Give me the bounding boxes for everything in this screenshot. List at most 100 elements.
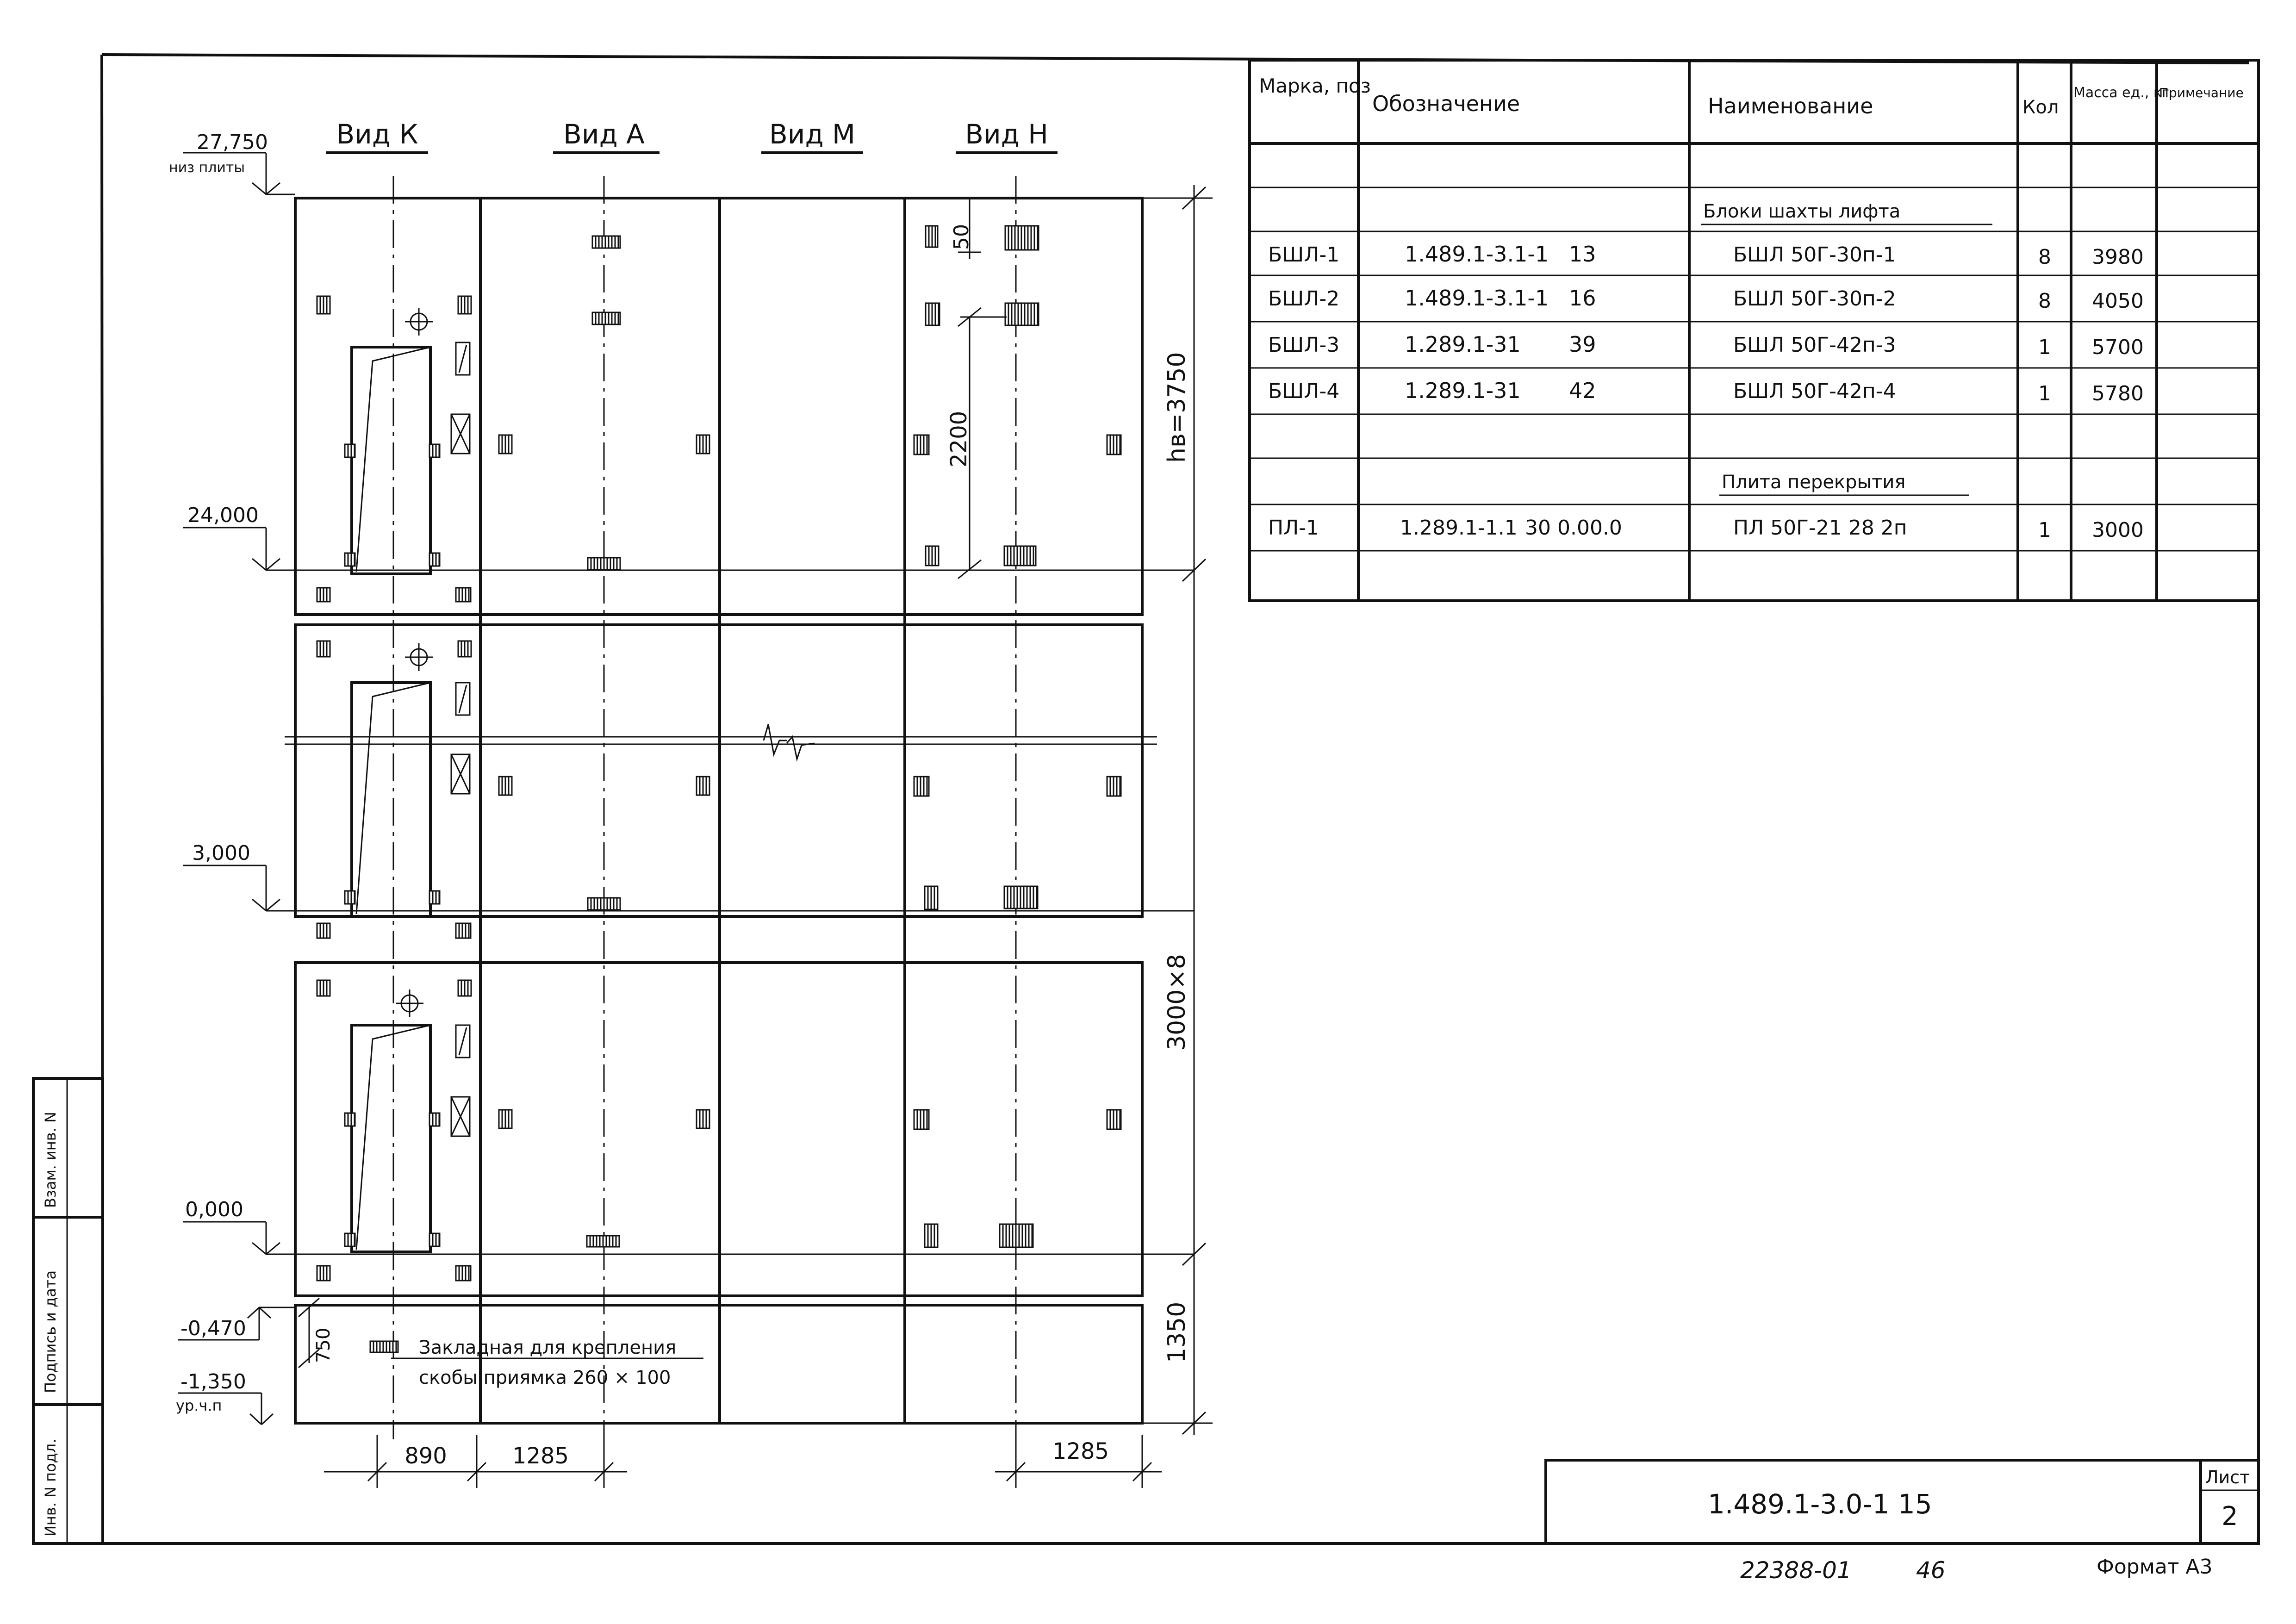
- th-mark: Марка, поз: [1259, 75, 1371, 97]
- sheet-number: 2: [2221, 1501, 2238, 1531]
- row-name: ПЛ 50Г-21 28 2п: [1733, 516, 1907, 540]
- pit-dimensions: 750 Закладная для крепления скобы приямк…: [298, 1297, 703, 1388]
- row-name: БШЛ 50Г-42п-3: [1733, 333, 1896, 357]
- row-code: 1.289.1-31: [1405, 378, 1521, 403]
- th-note: Примечание: [2159, 85, 2244, 100]
- row-sheet: 13: [1569, 242, 1596, 267]
- embedded-plate: [369, 1340, 399, 1353]
- row-name: БШЛ 50Г-30п-2: [1733, 287, 1896, 311]
- stamp-label-inv-orig: Инв. N подл.: [42, 1439, 59, 1537]
- row-code: 1.489.1-3.1-1: [1405, 286, 1549, 311]
- embedded-plate: [429, 1112, 441, 1127]
- row-qty: 8: [2038, 289, 2051, 313]
- drawing-code: 1.489.1-3.0-1 15: [1708, 1488, 1932, 1520]
- row-mark: ПЛ-1: [1268, 516, 1319, 540]
- level-note-bottom-slab: низ плиты: [169, 160, 245, 176]
- pit-annotation-line2: скобы приямка 260 × 100: [419, 1367, 671, 1388]
- section-title-blocks: Блоки шахты лифта: [1703, 201, 1900, 222]
- embedded-plate: [344, 1112, 356, 1127]
- stamp-label-replace-inv: Взам. инв. N: [42, 1112, 59, 1208]
- row-sheet: 42: [1569, 378, 1596, 403]
- embedded-plate: [429, 443, 441, 458]
- level-mark-3000: 3,000: [192, 841, 250, 865]
- row-qty: 8: [2038, 245, 2051, 269]
- embedded-plate: [429, 1232, 441, 1247]
- dim-bottom-mid: 1285: [512, 1443, 569, 1469]
- level-marks: 27,750 низ плиты 24,000 3,000 0,000 -0,4…: [169, 131, 1194, 1425]
- spec-table: Марка, поз Обозначение Наименование Кол …: [1248, 59, 2260, 602]
- axis-lines: [392, 176, 1017, 1439]
- view-n-dimensions: 50 2200: [946, 198, 1007, 579]
- embedded-plate: [591, 235, 621, 249]
- table-row: БШЛ-3 1.289.1-31 39 БШЛ 50Г-42п-3 1 5700: [1268, 332, 2144, 359]
- table-row: ПЛ-1 1.289.1-1.1 30 0.00.0 ПЛ 50Г-21 28 …: [1268, 516, 2144, 542]
- row-qty: 1: [2038, 382, 2051, 405]
- crosshair-markers: [396, 308, 433, 1017]
- embedded-parts: [316, 225, 1122, 1353]
- door-openings: [350, 346, 432, 1253]
- view-title-m: Вид М: [769, 118, 855, 150]
- side-stamp: Инв. N подл. Подпись и дата Взам. инв. N: [32, 1077, 104, 1545]
- right-dimension-chain: hв=3750 3000×8 1350: [1139, 185, 1213, 1435]
- row-sheet: 16: [1569, 286, 1596, 311]
- stamp-label-sign-date: Подпись и дата: [42, 1270, 59, 1393]
- table-row: БШЛ-2 1.489.1-3.1-1 16 БШЛ 50Г-30п-2 8 4…: [1268, 286, 2144, 313]
- view-titles: Вид К Вид А Вид М Вид Н: [326, 118, 1058, 154]
- row-qty: 1: [2038, 518, 2051, 542]
- small-openings: [450, 342, 471, 1137]
- dim-top-height: hв=3750: [1163, 352, 1191, 463]
- dim-embed-spacing: 2200: [946, 411, 972, 467]
- row-mark: БШЛ-2: [1268, 287, 1339, 311]
- dim-typical-height: 3000×8: [1163, 954, 1191, 1051]
- dim-top-offset: 50: [950, 224, 973, 250]
- level-note-pit-floor: ур.ч.п: [176, 1397, 222, 1414]
- row-mass: 3000: [2092, 518, 2144, 542]
- level-mark-0000: 0,000: [185, 1198, 243, 1221]
- th-mass: Масса ед., кг: [2073, 85, 2169, 101]
- table-row: БШЛ-1 1.489.1-3.1-1 13 БШЛ 50Г-30п-1 8 3…: [1268, 242, 2144, 269]
- embedded-plate: [429, 890, 441, 905]
- pit-annotation-line1: Закладная для крепления: [419, 1337, 676, 1358]
- view-title-n: Вид Н: [965, 118, 1048, 150]
- row-mass: 5700: [2092, 336, 2144, 359]
- row-mass: 3980: [2092, 245, 2144, 269]
- level-mark-24000: 24,000: [187, 504, 259, 527]
- row-code: 1.289.1-1.1: [1400, 516, 1518, 540]
- row-code: 1.489.1-3.1-1: [1405, 242, 1549, 267]
- dim-bottom-left: 890: [404, 1443, 447, 1469]
- th-code: Обозначение: [1372, 91, 1520, 116]
- table-row: БШЛ-4 1.289.1-31 42 БШЛ 50Г-42п-4 1 5780: [1268, 378, 2144, 405]
- row-sheet: 39: [1569, 332, 1596, 357]
- row-name: БШЛ 50Г-30п-1: [1733, 243, 1896, 267]
- dim-bottom-right: 1285: [1052, 1438, 1109, 1464]
- view-title-a: Вид А: [563, 118, 645, 150]
- row-mass: 5780: [2092, 382, 2144, 405]
- embedded-plate: [591, 311, 621, 325]
- footer: 22388-01 46 Формат А3: [1740, 1555, 2213, 1584]
- dim-pit-embed: 750: [313, 1328, 334, 1363]
- sheet-label: Лист: [2205, 1467, 2250, 1487]
- view-title-k: Вид К: [336, 118, 418, 150]
- row-code: 1.289.1-31: [1405, 332, 1521, 357]
- th-qty: Кол: [2022, 97, 2059, 118]
- embedded-plate: [344, 443, 356, 458]
- sheet-format: Формат А3: [2097, 1555, 2213, 1579]
- row-sheet: 30 0.00.0: [1525, 516, 1622, 540]
- archive-number: 22388-01: [1740, 1557, 1852, 1584]
- bottom-dimension-chain: 890 1285 1285: [324, 1435, 1162, 1488]
- level-mark-minus-0470: -0,470: [180, 1317, 246, 1340]
- embedded-plate: [429, 552, 441, 567]
- embedded-plate: [344, 1232, 356, 1247]
- embedded-plate: [344, 890, 356, 905]
- row-name: БШЛ 50Г-42п-4: [1733, 380, 1896, 403]
- copy-number: 46: [1916, 1557, 1946, 1584]
- row-mass: 4050: [2092, 289, 2144, 313]
- th-name: Наименование: [1708, 93, 1873, 118]
- row-qty: 1: [2038, 336, 2051, 359]
- embedded-plate: [344, 552, 356, 567]
- row-mark: БШЛ-1: [1268, 243, 1339, 267]
- level-mark-27750: 27,750: [197, 131, 268, 154]
- row-mark: БШЛ-3: [1268, 333, 1339, 357]
- level-mark-minus-1350: -1,350: [180, 1370, 246, 1394]
